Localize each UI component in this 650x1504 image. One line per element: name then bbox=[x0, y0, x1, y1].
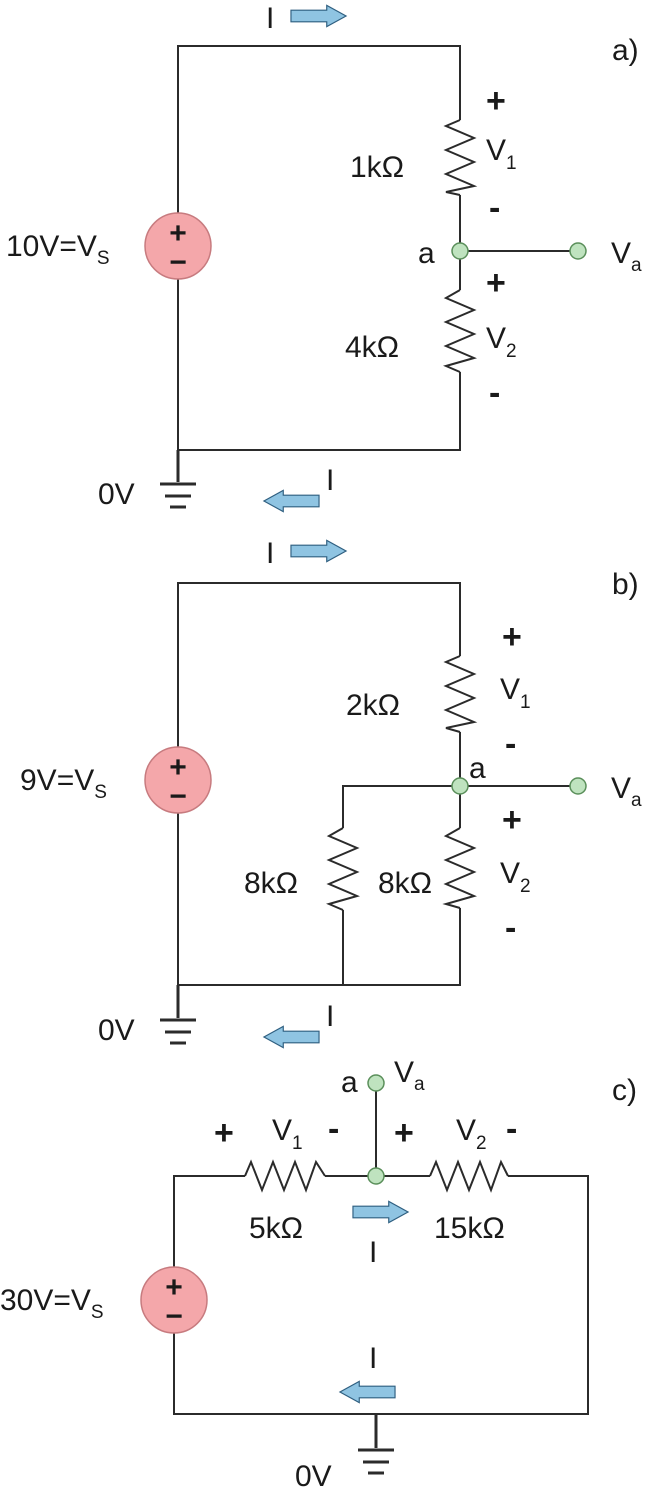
circuit-a: a) + − 10V=VS 1kΩ 4kΩ + V1 - + V2 - a Va… bbox=[6, 2, 642, 513]
circuit-b-resistor-r2 bbox=[442, 827, 477, 909]
circuit-c-r1-label: 5kΩ bbox=[249, 1212, 303, 1245]
circuit-b-r3-label: 8kΩ bbox=[244, 867, 298, 900]
circuit-c-ground-icon bbox=[358, 1414, 394, 1475]
circuit-b-resistor-r3 bbox=[326, 827, 360, 911]
circuit-a-resistor-r1 bbox=[443, 119, 478, 196]
circuit-b-v2-minus: - bbox=[505, 909, 516, 947]
circuit-c-tag: c) bbox=[612, 1074, 637, 1107]
circuit-c-current-bottom-arrow-icon bbox=[339, 1380, 396, 1404]
circuit-a-v2-minus: - bbox=[489, 374, 500, 412]
circuit-b-node-va bbox=[569, 777, 587, 795]
circuit-b-va-label: Va bbox=[611, 772, 642, 811]
circuit-b-resistor-r1 bbox=[443, 655, 478, 733]
circuit-c-v1-plus: + bbox=[214, 1114, 234, 1152]
circuit-c-node-a-label: a bbox=[341, 1066, 358, 1099]
circuit-b-v1-plus: + bbox=[502, 618, 522, 656]
circuit-b-r2-label: 8kΩ bbox=[378, 867, 432, 900]
circuit-a-v2-plus: + bbox=[486, 264, 506, 302]
circuit-b-v2-plus: + bbox=[502, 801, 522, 839]
circuit-c-voltage-source-icon: + − bbox=[140, 1266, 208, 1334]
circuit-c-current-top-arrow-icon bbox=[352, 1200, 409, 1224]
circuit-b-current-top-arrow-icon bbox=[290, 539, 347, 563]
circuit-a-v2-label: V2 bbox=[486, 322, 517, 362]
circuit-a-r2-label: 4kΩ bbox=[345, 331, 399, 364]
circuit-c-va-label: Va bbox=[394, 1056, 425, 1095]
circuit-c-source-minus: − bbox=[165, 1300, 183, 1333]
circuit-b-ground-icon bbox=[160, 985, 196, 1045]
circuit-c-resistor-r2 bbox=[429, 1159, 509, 1193]
circuit-a-source-label: 10V=VS bbox=[6, 230, 110, 269]
circuit-a-source-minus: − bbox=[169, 246, 187, 279]
circuit-c-source-plus: + bbox=[165, 1271, 183, 1304]
circuit-b-node-a-label: a bbox=[469, 752, 486, 785]
circuit-a-node-va bbox=[569, 242, 587, 260]
circuit-c-v2-plus: + bbox=[394, 1114, 414, 1152]
circuit-b-r1-label: 2kΩ bbox=[346, 689, 400, 722]
circuit-b-v2-label: V2 bbox=[500, 857, 531, 897]
circuit-a-current-top-label: I bbox=[266, 2, 274, 35]
circuit-a-r1-label: 1kΩ bbox=[350, 151, 404, 184]
circuit-b-voltage-source-icon: + − bbox=[144, 746, 212, 814]
circuit-c-current-bottom-label: I bbox=[369, 1342, 377, 1375]
circuit-b-v1-minus: - bbox=[505, 725, 516, 763]
circuit-c-v2-label: V2 bbox=[456, 1114, 487, 1154]
circuit-c-source-label: 30V=VS bbox=[0, 1284, 104, 1323]
circuit-c-node-a bbox=[367, 1074, 385, 1092]
circuit-c-r2-label: 15kΩ bbox=[434, 1212, 505, 1245]
circuit-b-source-minus: − bbox=[169, 780, 187, 813]
circuit-c-current-top-label: I bbox=[369, 1236, 377, 1269]
circuit-b-source-plus: + bbox=[169, 751, 187, 784]
circuit-b-node-a bbox=[451, 777, 469, 795]
circuit-c-v1-label: V1 bbox=[272, 1114, 303, 1154]
circuit-a-v1-minus: - bbox=[489, 189, 500, 227]
circuit-b-current-top-label: I bbox=[266, 537, 274, 570]
circuit-a-current-top-arrow-icon bbox=[290, 4, 347, 28]
circuit-b-ground-label: 0V bbox=[98, 1014, 135, 1047]
circuit-c-junction-node bbox=[367, 1167, 385, 1185]
circuit-a-va-label: Va bbox=[611, 237, 642, 276]
circuit-c: c) + − 30V=VS 5kΩ 15kΩ + V1 - + V2 - a V… bbox=[0, 1056, 637, 1493]
circuit-b-tag: b) bbox=[612, 568, 639, 601]
circuit-a-node-a-label: a bbox=[418, 237, 435, 270]
circuit-a-ground-label: 0V bbox=[98, 478, 135, 511]
circuit-c-wires bbox=[173, 1083, 589, 1415]
circuit-b-current-bottom-label: I bbox=[326, 1000, 334, 1033]
circuit-b-source-label: 9V=VS bbox=[20, 764, 107, 803]
circuit-a-v1-label: V1 bbox=[486, 134, 517, 174]
circuit-a-wires bbox=[177, 45, 578, 451]
circuit-b-current-bottom-arrow-icon bbox=[263, 1025, 320, 1049]
circuit-c-resistor-r1 bbox=[244, 1159, 326, 1193]
circuit-a-source-plus: + bbox=[169, 217, 187, 250]
circuit-b: b) + − 9V=VS 2kΩ 8kΩ 8kΩ + V1 - + V2 - a… bbox=[20, 537, 642, 1049]
circuit-c-v2-minus: - bbox=[506, 1110, 517, 1148]
circuit-a-resistor-r2 bbox=[443, 289, 477, 373]
circuit-a-current-bottom-label: I bbox=[326, 464, 334, 497]
circuit-c-ground-label: 0V bbox=[295, 1460, 332, 1493]
circuit-a-tag: a) bbox=[612, 34, 639, 67]
circuit-a-current-bottom-arrow-icon bbox=[263, 489, 320, 513]
circuit-a-v1-plus: + bbox=[486, 82, 506, 120]
circuit-b-v1-label: V1 bbox=[500, 673, 531, 713]
circuit-a-node-a bbox=[451, 242, 469, 260]
circuit-c-v1-minus: - bbox=[328, 1110, 339, 1148]
circuit-a-ground-icon bbox=[160, 450, 196, 509]
circuit-a-voltage-source-icon: + − bbox=[144, 212, 212, 280]
